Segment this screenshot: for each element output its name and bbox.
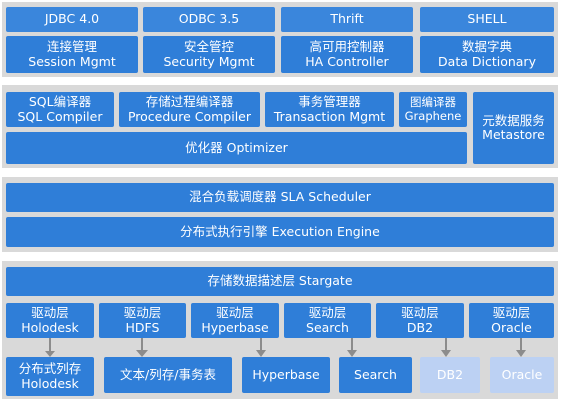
driver-hdfs-cn: 驱动层 [123, 305, 162, 321]
driver-holodesk-en: Holodesk [21, 319, 79, 335]
stargate-box: 存储数据描述层 Stargate [6, 267, 554, 296]
graphene-box: 图编译器 Graphene [399, 92, 467, 127]
driver-hyperbase-en: Hyperbase [201, 319, 269, 335]
security-mgmt-cn: 安全管控 [183, 39, 234, 55]
storage-hyperbase-label: Hyperbase [252, 366, 320, 382]
optimizer-label: 优化器 Optimizer [185, 139, 288, 155]
interface-jdbc-label: JDBC 4.0 [44, 11, 100, 27]
driver-hyperbase-box: 驱动层 Hyperbase [191, 303, 279, 338]
interface-odbc-label: ODBC 3.5 [178, 11, 240, 27]
storage-oracle-box: Oracle [490, 357, 554, 393]
data-dictionary-cn: 数据字典 [461, 39, 512, 55]
storage-search-label: Search [354, 366, 397, 382]
execution-engine-label: 分布式执行引擎 Execution Engine [180, 223, 380, 239]
data-dictionary-box: 数据字典 Data Dictionary [420, 36, 554, 73]
transaction-mgmt-en: Transaction Mgmt [273, 108, 386, 124]
driver-search-en: Search [306, 319, 349, 335]
sql-compiler-en: SQL Compiler [17, 108, 103, 124]
security-mgmt-box: 安全管控 Security Mgmt [143, 36, 275, 73]
storage-oracle-label: Oracle [501, 366, 543, 382]
storage-hyperbase-box: Hyperbase [242, 357, 330, 393]
driver-oracle-cn: 驱动层 [492, 305, 531, 321]
procedure-compiler-en: Procedure Compiler [127, 108, 252, 124]
session-mgmt-en: Session Mgmt [28, 53, 116, 69]
procedure-compiler-box: 存储过程编译器 Procedure Compiler [119, 92, 260, 127]
ha-controller-box: 高可用控制器 HA Controller [281, 36, 413, 73]
session-mgmt-cn: 连接管理 [46, 39, 97, 55]
storage-db2-box: DB2 [420, 357, 480, 393]
interface-thrift-label: Thrift [330, 11, 364, 27]
driver-db2-cn: 驱动层 [401, 305, 439, 321]
driver-oracle-en: Oracle [491, 319, 532, 335]
session-mgmt-box: 连接管理 Session Mgmt [6, 36, 138, 73]
execution-engine-box: 分布式执行引擎 Execution Engine [6, 217, 554, 247]
driver-oracle-box: 驱动层 Oracle [469, 303, 554, 338]
interface-shell-label: SHELL [467, 11, 507, 27]
driver-holodesk-cn: 驱动层 [31, 305, 69, 321]
stargate-label: 存储数据描述层 Stargate [207, 273, 353, 289]
driver-search-cn: 驱动层 [308, 305, 347, 321]
transaction-mgmt-cn: 事务管理器 [298, 94, 361, 110]
driver-hyperbase-cn: 驱动层 [216, 305, 254, 321]
interface-jdbc: JDBC 4.0 [6, 7, 138, 32]
procedure-compiler-cn: 存储过程编译器 [145, 94, 234, 110]
security-mgmt-en: Security Mgmt [163, 53, 255, 69]
sla-scheduler-box: 混合负载调度器 SLA Scheduler [6, 183, 554, 212]
transaction-mgmt-box: 事务管理器 Transaction Mgmt [265, 92, 394, 127]
storage-text-column-label: 文本/列存/事务表 [120, 366, 216, 382]
metastore-box: 元数据服务 Metastore [473, 92, 554, 164]
metastore-en: Metastore [482, 127, 545, 142]
driver-search-box: 驱动层 Search [284, 303, 371, 338]
interface-odbc: ODBC 3.5 [143, 7, 275, 32]
ha-controller-cn: 高可用控制器 [309, 39, 385, 55]
ha-controller-en: HA Controller [305, 53, 389, 69]
graphene-en: Graphene [404, 108, 462, 123]
storage-holodesk-en: Holodesk [21, 375, 79, 391]
driver-db2-en: DB2 [406, 319, 434, 335]
driver-hdfs-en: HDFS [125, 319, 160, 335]
sql-compiler-box: SQL编译器 SQL Compiler [6, 92, 114, 127]
driver-db2-box: 驱动层 DB2 [376, 303, 464, 338]
sql-compiler-cn: SQL编译器 [28, 94, 92, 110]
sla-scheduler-label: 混合负载调度器 SLA Scheduler [189, 189, 371, 205]
driver-hdfs-box: 驱动层 HDFS [99, 303, 186, 338]
optimizer-box: 优化器 Optimizer [6, 132, 467, 164]
storage-text-column-box: 文本/列存/事务表 [104, 357, 232, 393]
metastore-cn: 元数据服务 [482, 112, 545, 128]
graphene-cn: 图编译器 [410, 95, 456, 110]
storage-holodesk-cn: 分布式列存 [18, 361, 82, 377]
storage-db2-label: DB2 [436, 366, 464, 382]
interface-thrift: Thrift [281, 7, 413, 32]
driver-holodesk-box: 驱动层 Holodesk [6, 303, 94, 338]
data-dictionary-en: Data Dictionary [438, 53, 536, 69]
storage-holodesk-box: 分布式列存 Holodesk [6, 357, 94, 396]
storage-search-box: Search [339, 357, 412, 393]
interface-shell: SHELL [420, 7, 554, 32]
